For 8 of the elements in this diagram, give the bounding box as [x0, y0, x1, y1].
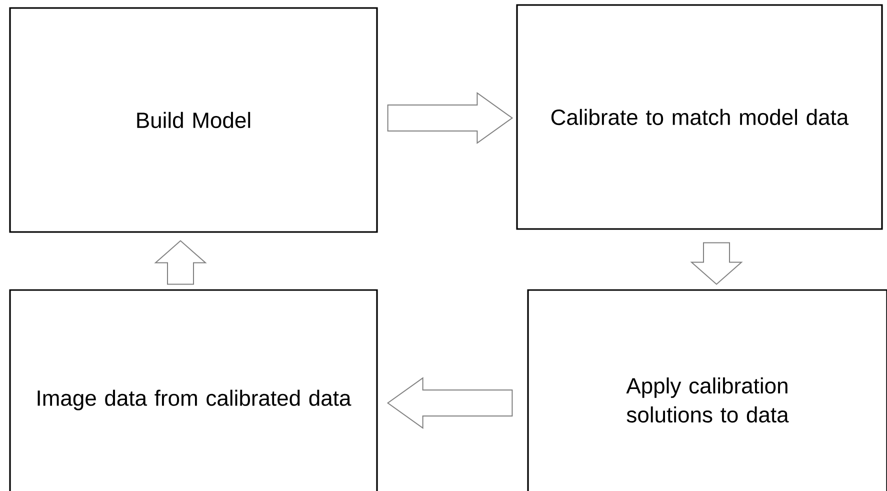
block-arrow — [387, 92, 514, 144]
process-box: Apply calibration solutions to data — [527, 289, 887, 491]
process-box: Build Model — [9, 7, 378, 233]
process-box: Image data from calibrated data — [9, 289, 378, 491]
process-box: Calibrate to match model data — [516, 4, 883, 230]
block-arrow — [386, 377, 513, 429]
block-arrow — [154, 240, 207, 285]
block-arrow — [690, 242, 743, 285]
